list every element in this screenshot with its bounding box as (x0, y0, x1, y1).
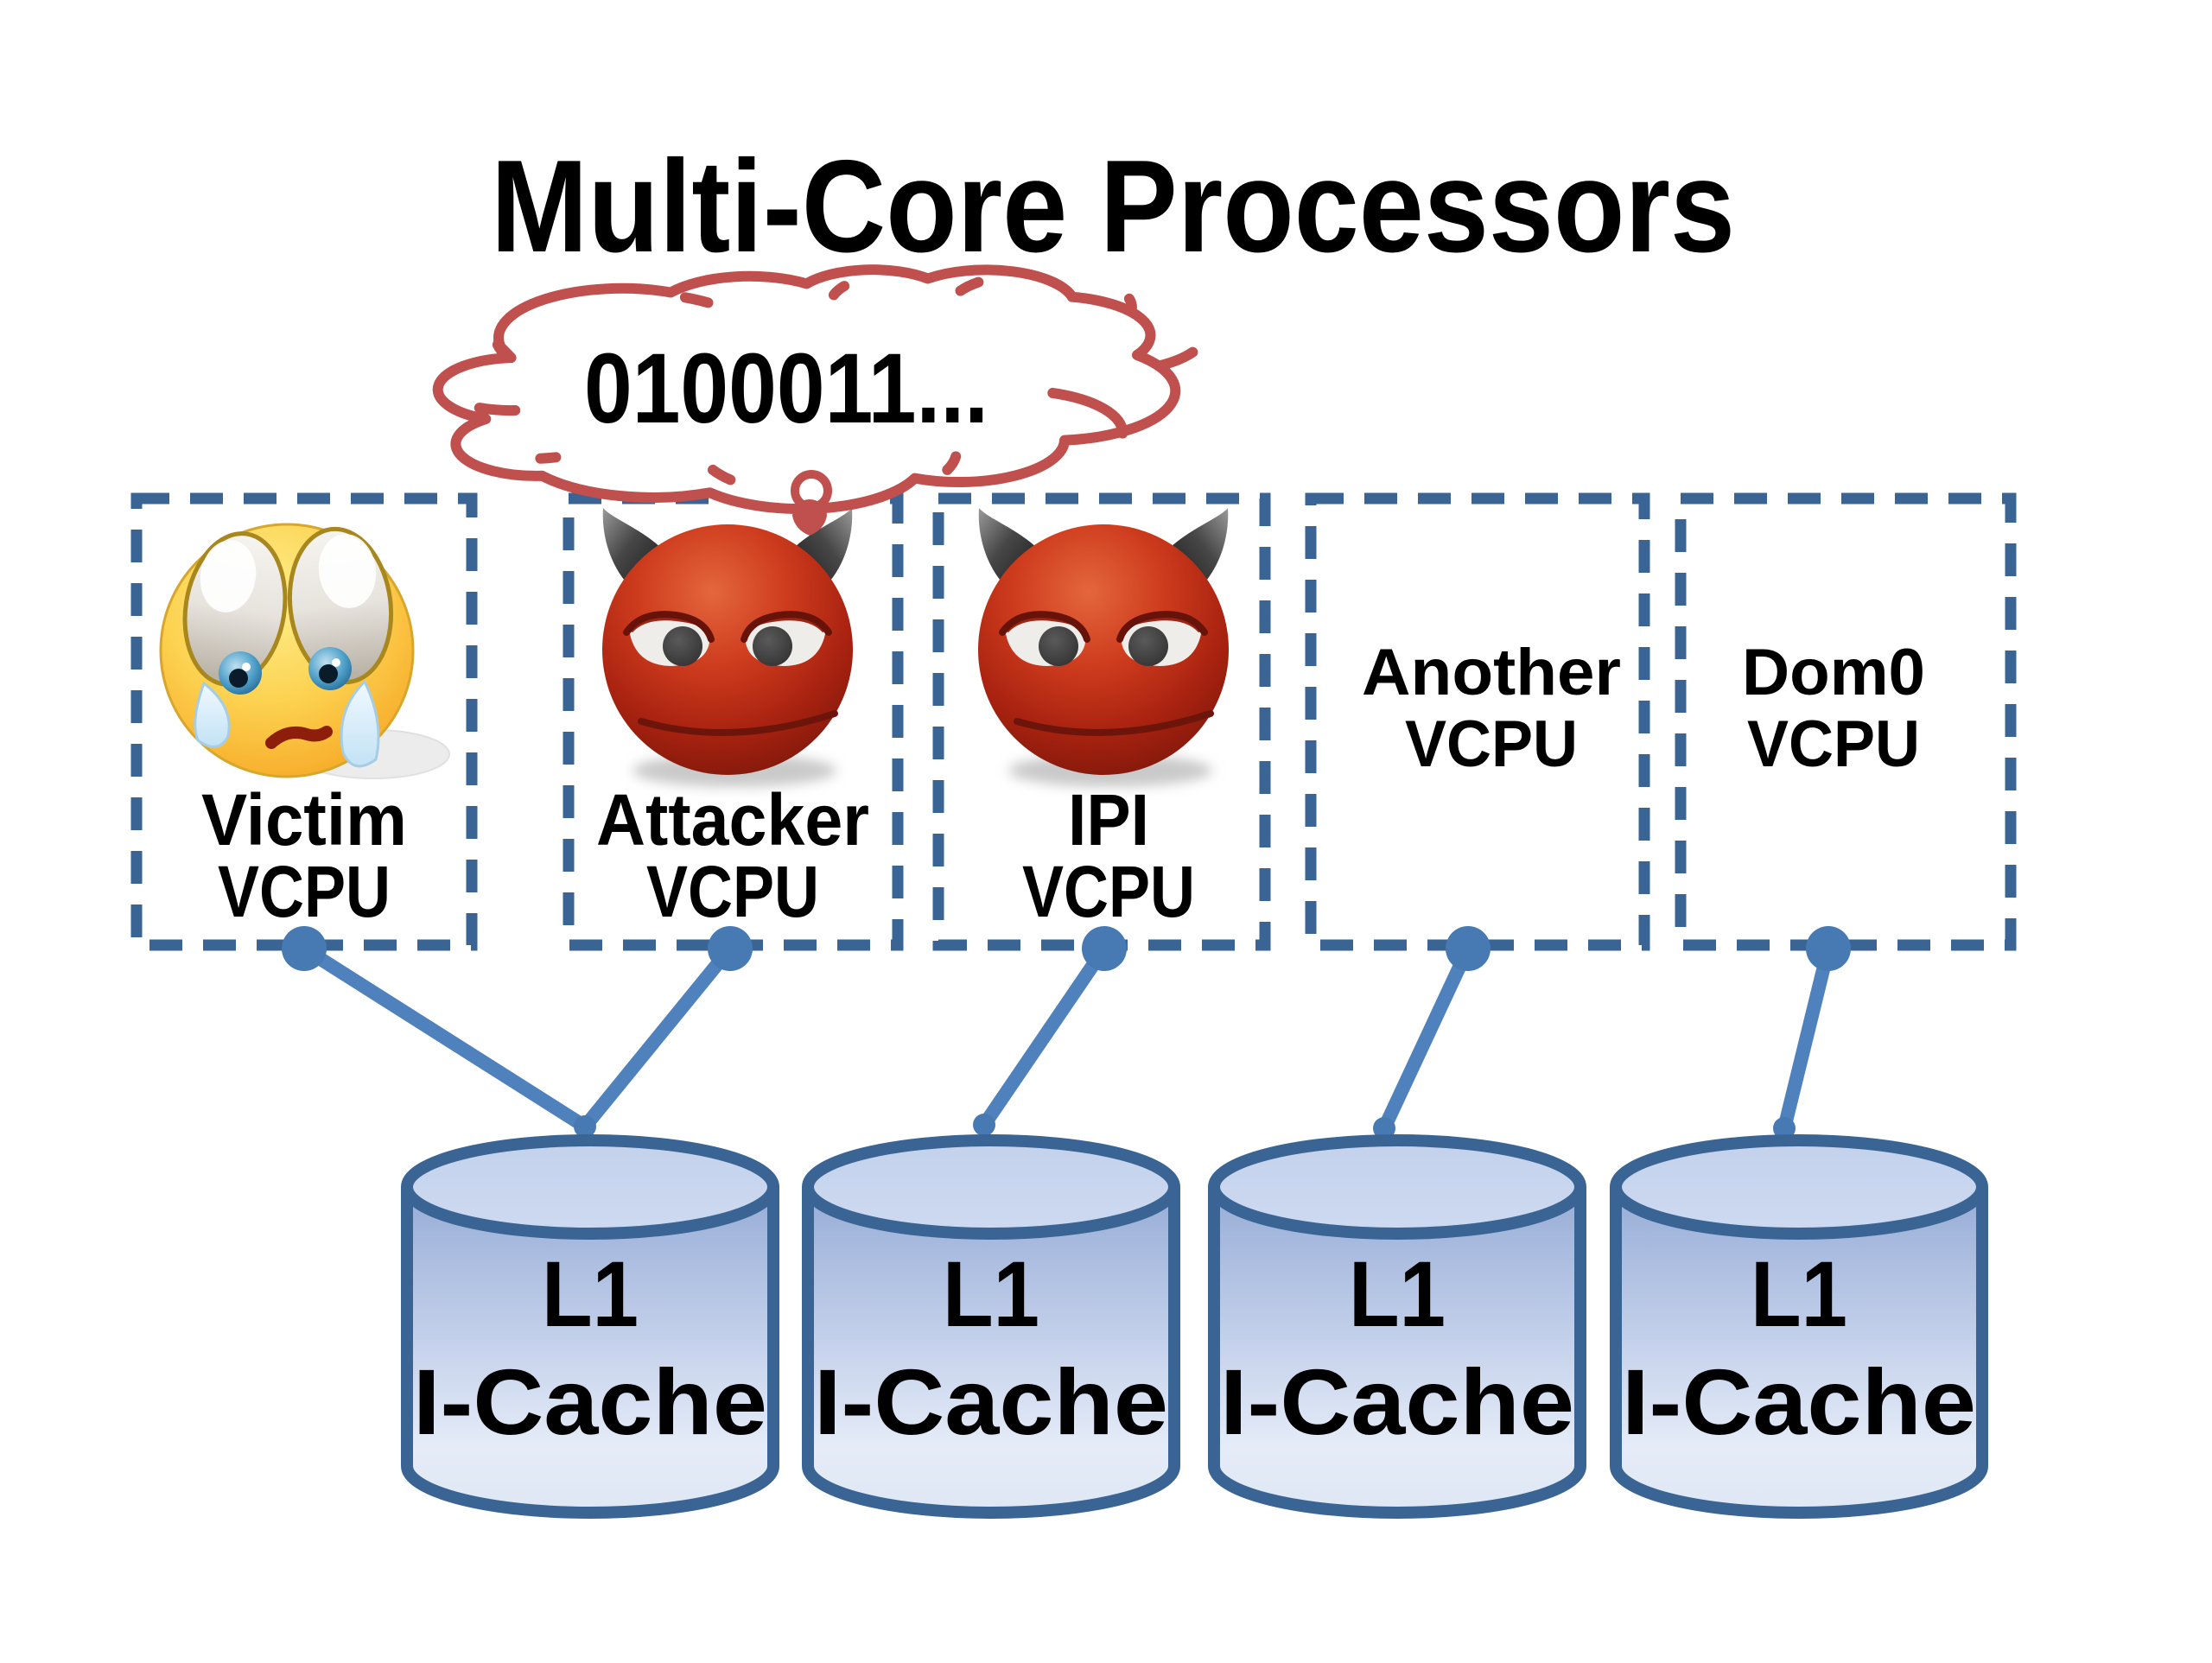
svg-text:L1: L1 (1751, 1241, 1847, 1346)
svg-text:I-Cache: I-Cache (413, 1349, 767, 1454)
svg-text:Victim: Victim (201, 779, 407, 860)
svg-text:Dom0: Dom0 (1742, 636, 1925, 709)
svg-text:VCPU: VCPU (1022, 851, 1195, 932)
svg-text:L1: L1 (943, 1241, 1039, 1346)
svg-text:VCPU: VCPU (1405, 708, 1578, 781)
svg-text:I-Cache: I-Cache (1220, 1349, 1574, 1454)
svg-text:VCPU: VCPU (646, 851, 819, 932)
svg-text:L1: L1 (542, 1241, 639, 1346)
svg-text:L1: L1 (1349, 1241, 1446, 1346)
svg-text:0100011...: 0100011... (584, 333, 988, 444)
svg-text:I-Cache: I-Cache (814, 1349, 1168, 1454)
svg-text:I-Cache: I-Cache (1622, 1349, 1976, 1454)
svg-text:VCPU: VCPU (1747, 708, 1920, 781)
svg-text:Attacker: Attacker (596, 779, 869, 860)
svg-text:Multi-Core Processors: Multi-Core Processors (491, 133, 1735, 280)
svg-text:IPI: IPI (1068, 779, 1149, 860)
svg-text:Another: Another (1362, 636, 1621, 709)
svg-text:VCPU: VCPU (218, 851, 391, 932)
